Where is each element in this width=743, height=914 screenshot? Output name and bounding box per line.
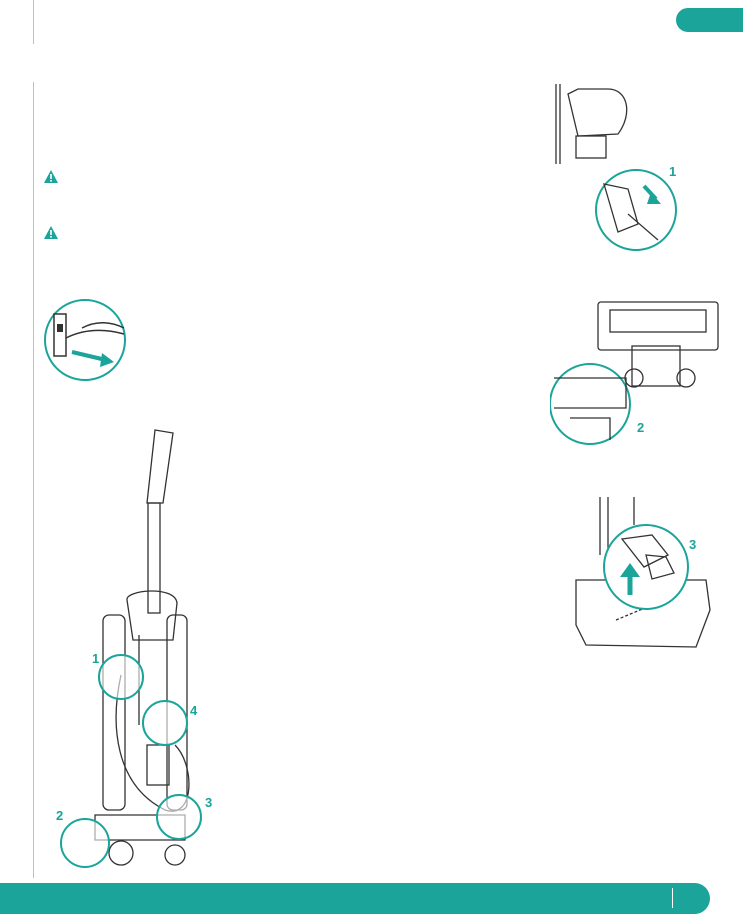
foot-detail-illustration (575, 497, 711, 648)
warning-triangle-icon (44, 170, 58, 183)
brushroll-callout-2: 2 (637, 420, 645, 435)
callout-1: 1 (92, 651, 100, 666)
footer-bar (0, 883, 710, 914)
callout-3: 3 (205, 795, 213, 810)
unplug-cord-illustration (44, 299, 126, 381)
callout-4: 4 (190, 703, 198, 718)
brushroll-detail-illustration (550, 301, 719, 445)
section-tab (676, 8, 743, 32)
callout-2: 2 (56, 808, 64, 823)
foot-callout-3: 3 (689, 537, 697, 552)
hose-callout-1: 1 (669, 164, 677, 179)
vacuum-overview-illustration (60, 429, 202, 868)
warning-triangle-icon (44, 226, 58, 239)
footer-separator (672, 888, 673, 908)
header-divider (33, 0, 34, 44)
body-divider (33, 82, 34, 878)
hose-detail-illustration (555, 84, 677, 251)
